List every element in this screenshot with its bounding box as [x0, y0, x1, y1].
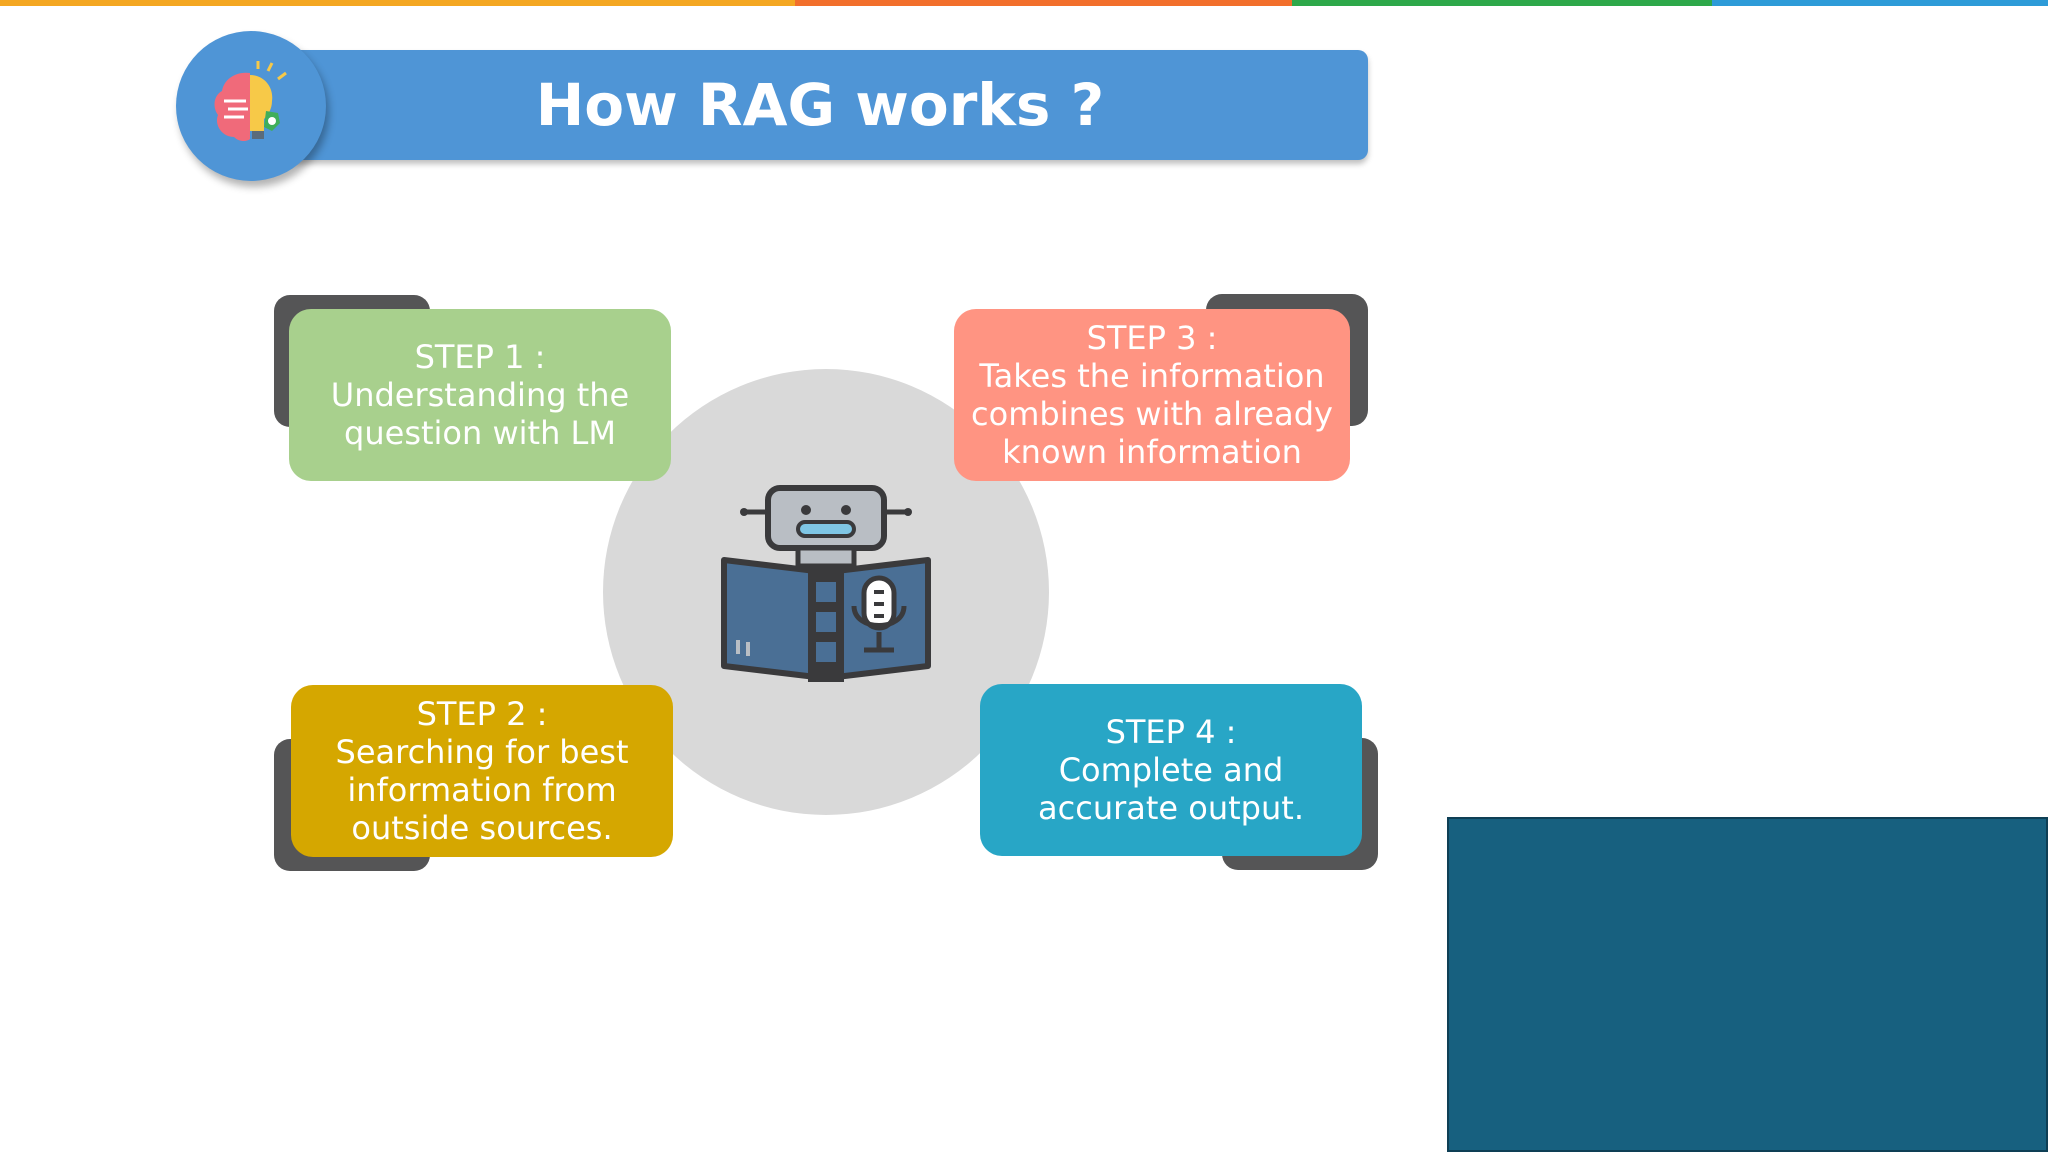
step-3-line-1: Takes the information — [979, 357, 1325, 395]
step-4-heading: STEP 4 : — [1105, 713, 1237, 751]
step-4-box: STEP 4 : Complete and accurate output. — [980, 684, 1362, 856]
step-1-line-1: Understanding the — [330, 376, 630, 414]
logo-badge — [176, 31, 326, 181]
presenter-video-panel — [1447, 817, 2048, 1152]
step-2-line-1: Searching for best — [335, 733, 629, 771]
accent-segment-red — [795, 0, 1292, 6]
slide-title: How RAG works ? — [535, 71, 1105, 139]
step-3-line-2: combines with already — [971, 395, 1333, 433]
accent-segment-green — [1292, 0, 1712, 6]
step-2-box: STEP 2 : Searching for best information … — [291, 685, 673, 857]
accent-segment-blue — [1712, 0, 2048, 6]
step-3-box: STEP 3 : Takes the information combines … — [954, 309, 1350, 481]
step-2-line-2: information from — [347, 771, 617, 809]
step-1-heading: STEP 1 : — [414, 338, 546, 376]
top-accent-bar — [0, 0, 2048, 6]
accent-segment-orange — [0, 0, 795, 6]
step-3-line-3: known information — [1002, 433, 1302, 471]
step-1-line-2: question with LM — [344, 414, 616, 452]
step-3-heading: STEP 3 : — [1086, 319, 1218, 357]
title-banner — [240, 50, 1368, 160]
brain-lightbulb-icon — [214, 61, 287, 141]
step-2-heading: STEP 2 : — [416, 695, 548, 733]
step-1-box: STEP 1 : Understanding the question with… — [289, 309, 671, 481]
step-2-line-3: outside sources. — [351, 809, 613, 847]
step-4-line-1: Complete and — [1058, 751, 1284, 789]
robot-reading-book-icon — [721, 485, 931, 682]
step-4-line-2: accurate output. — [1038, 789, 1304, 827]
